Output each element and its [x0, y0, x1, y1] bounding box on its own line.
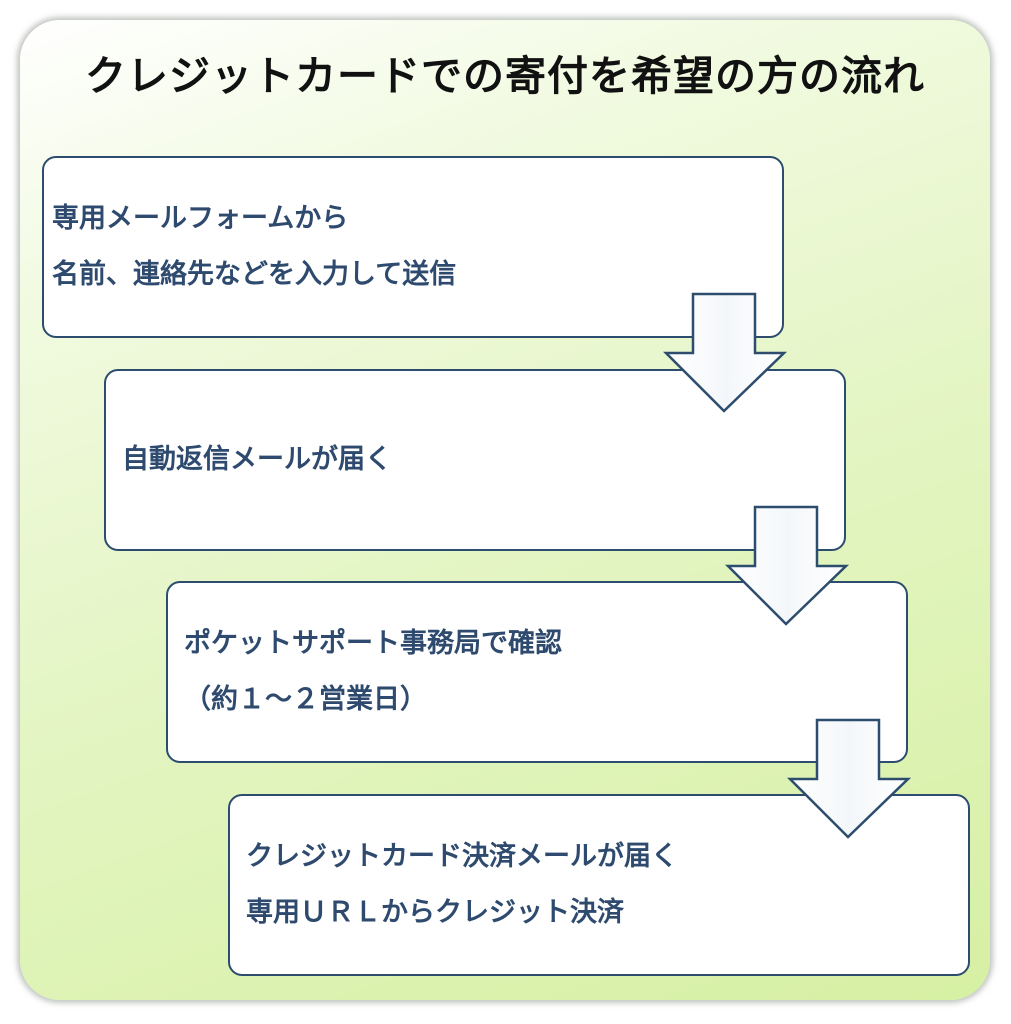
- step-3-line-2: （約１～２営業日）: [184, 684, 427, 715]
- step-2-line-1: 自動返信メールが届く: [122, 444, 392, 475]
- step-1-line-1: 専用メールフォームから: [52, 203, 349, 234]
- step-4-line-1: クレジットカード決済メールが届く: [246, 841, 678, 872]
- step-4-line-2: 専用ＵＲＬからクレジット決済: [246, 897, 624, 928]
- page-title: クレジットカードでの寄付を希望の方の流れ: [85, 52, 925, 100]
- down-arrow-icon: [662, 292, 788, 413]
- step-1-line-2: 名前、連絡先などを入力して送信: [52, 259, 457, 290]
- step-3-line-1: ポケットサポート事務局で確認: [184, 628, 562, 659]
- step-1-box: 専用メールフォームから 名前、連絡先などを入力して送信: [42, 156, 784, 338]
- down-arrow-icon: [786, 718, 912, 839]
- down-arrow-icon: [724, 505, 850, 626]
